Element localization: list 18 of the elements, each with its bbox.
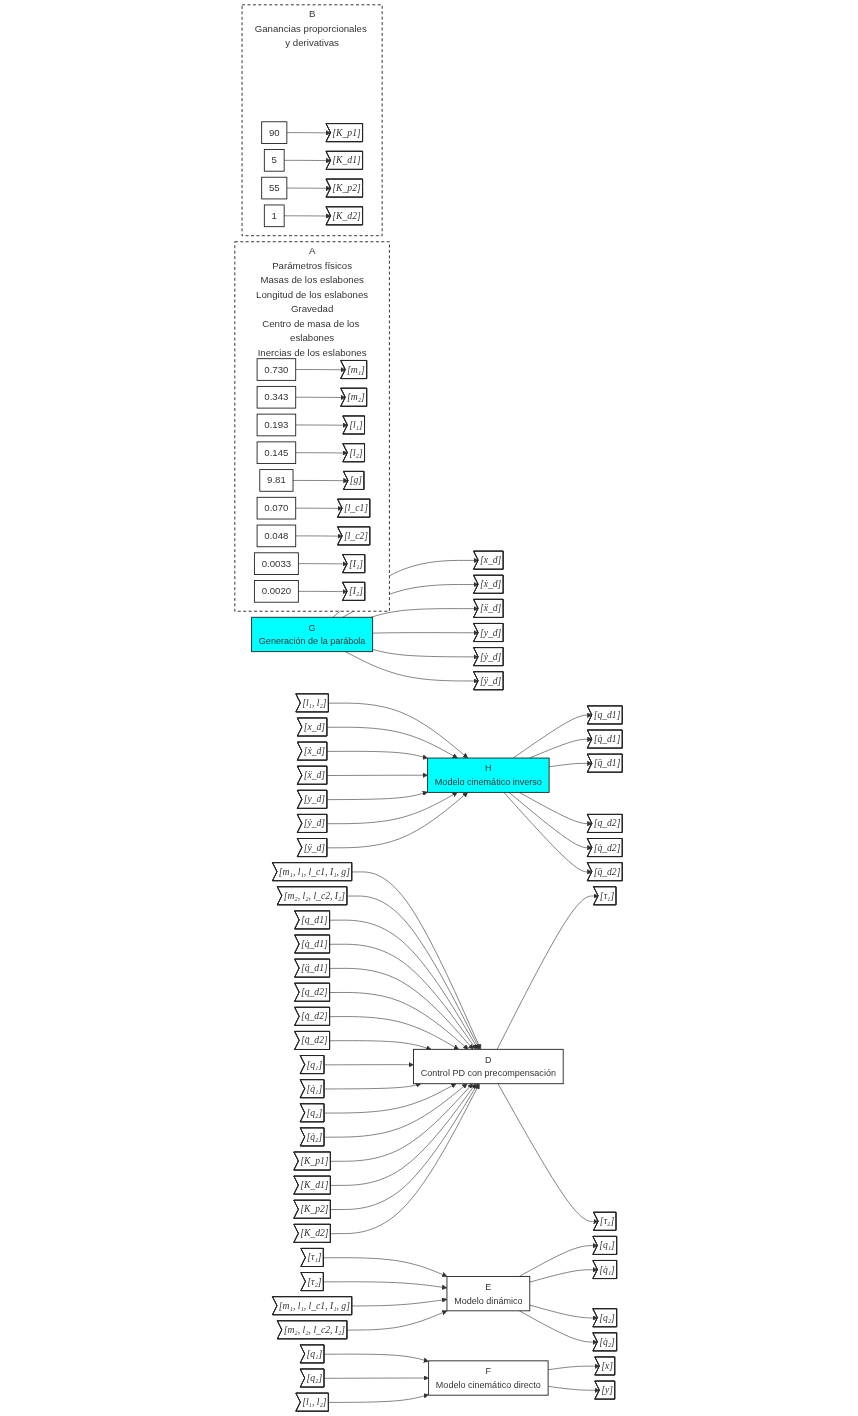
node-box: 0.730 [257, 358, 297, 381]
node-box: 5 [264, 149, 286, 172]
node-box: 0.193 [257, 413, 297, 437]
node-box: 0.070 [257, 496, 297, 520]
node-box: 1 [264, 204, 286, 228]
node-box: 0.343 [257, 385, 297, 409]
node-box: H Modelo cinemático inverso [427, 757, 551, 793]
node-box: 0.0020 [254, 580, 300, 603]
node-box: 90 [261, 121, 288, 144]
node-box: F Modelo cinemático directo [428, 1360, 550, 1396]
node-box: E Modelo dinámico [446, 1276, 531, 1312]
node-box: G Generación de la parábola [251, 616, 374, 653]
node-box: 0.0033 [254, 552, 300, 575]
node-box: 0.048 [257, 524, 297, 548]
node-box: 55 [261, 176, 288, 200]
node-box: D Control PD con precompensación [413, 1048, 565, 1085]
node-box: 0.145 [257, 441, 297, 464]
node-box: 9.81 [259, 469, 294, 492]
